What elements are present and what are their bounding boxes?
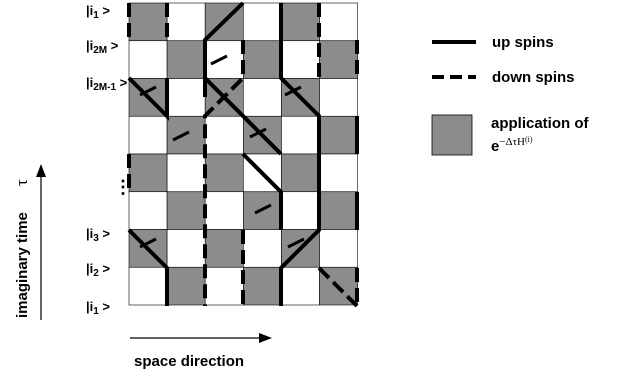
spin-exchange-tick (249, 127, 267, 139)
gray-plaquette (319, 40, 358, 79)
gray-plaquette (166, 191, 206, 230)
gray-plaquette (204, 229, 244, 268)
white-plaquette (281, 40, 320, 79)
gray-plaquette (281, 2, 320, 42)
white-plaquette (128, 40, 168, 79)
state-label-i2m: |i2M > (86, 38, 119, 56)
space-axis: space direction (130, 333, 272, 370)
gray-plaquette (319, 115, 358, 155)
legend-up-label: up spins (492, 34, 554, 51)
white-plaquette (204, 40, 244, 79)
up-spin-worldline (241, 152, 283, 230)
white-plaquette (166, 229, 206, 268)
gray-plaquette (128, 153, 168, 193)
legend-down-label: down spins (492, 69, 575, 86)
white-plaquette (243, 229, 282, 268)
spin-exchange-tick (139, 237, 157, 249)
gray-plaquette (166, 40, 206, 79)
white-plaquette (204, 266, 244, 306)
gray-plaquette (166, 266, 206, 306)
state-label-i2m-1: |i2M-1 > (86, 75, 128, 93)
down-spin-worldline (317, 266, 359, 308)
up-spin-worldline (203, 40, 283, 156)
white-plaquette (319, 78, 358, 117)
up-spin-worldline (127, 228, 169, 306)
gray-plaquette (166, 115, 206, 155)
white-plaquette (281, 191, 320, 230)
worldlines (127, 1, 359, 308)
white-plaquette (204, 115, 244, 155)
gray-plaquette (281, 153, 320, 193)
white-plaquette (166, 78, 206, 117)
state-labels: |i1 > |i2M > |i2M-1 > ⋮ |i3 > |i2 > |i1 … (86, 3, 132, 317)
up-spin-worldline (279, 3, 321, 306)
spin-exchange-tick (287, 237, 305, 249)
spin-exchange-tick (139, 85, 157, 97)
white-plaquette (281, 266, 320, 306)
white-plaquette (204, 191, 244, 230)
white-plaquette (281, 115, 320, 155)
gray-plaquette (204, 153, 244, 193)
state-label-bottom-i1: |i1 > (86, 299, 110, 317)
white-plaquette (166, 153, 206, 193)
gray-plaquette (243, 40, 282, 79)
time-axis-label: imaginary time (14, 212, 31, 318)
white-plaquette (319, 2, 358, 42)
legend-gray-swatch (431, 114, 473, 156)
gray-plaquette (319, 191, 358, 230)
time-axis: imaginary time τ (12, 164, 46, 320)
white-plaquette (166, 2, 206, 42)
state-label-i2: |i2 > (86, 261, 110, 279)
spin-exchange-tick (254, 203, 272, 215)
state-label-i3: |i3 > (86, 226, 110, 244)
gray-plaquette (243, 266, 282, 306)
spin-exchange-tick (210, 54, 228, 66)
space-axis-label: space direction (134, 353, 244, 370)
white-plaquette (319, 229, 358, 268)
gray-plaquette (128, 2, 168, 42)
spin-exchange-tick (172, 130, 190, 142)
time-axis-arrowhead (36, 164, 46, 177)
up-spin-worldline (127, 76, 169, 121)
white-plaquette (319, 153, 358, 193)
legend-application-label: application of (491, 115, 590, 132)
state-label-ellipsis: ⋮ (114, 177, 132, 197)
white-plaquette (243, 78, 282, 117)
down-spin-worldline (203, 40, 245, 306)
spin-exchange-tick (284, 85, 302, 97)
legend-operator: e−ΔτH(i) (491, 135, 533, 155)
white-plaquette (128, 115, 168, 155)
tau-symbol: τ (12, 179, 31, 186)
white-plaquette (243, 2, 282, 42)
white-plaquette (128, 266, 168, 306)
state-label-top-i1: |i1 > (86, 3, 110, 21)
white-plaquette (128, 191, 168, 230)
legend: up spins down spins application of e−ΔτH… (431, 34, 590, 156)
space-axis-arrowhead (259, 333, 272, 343)
